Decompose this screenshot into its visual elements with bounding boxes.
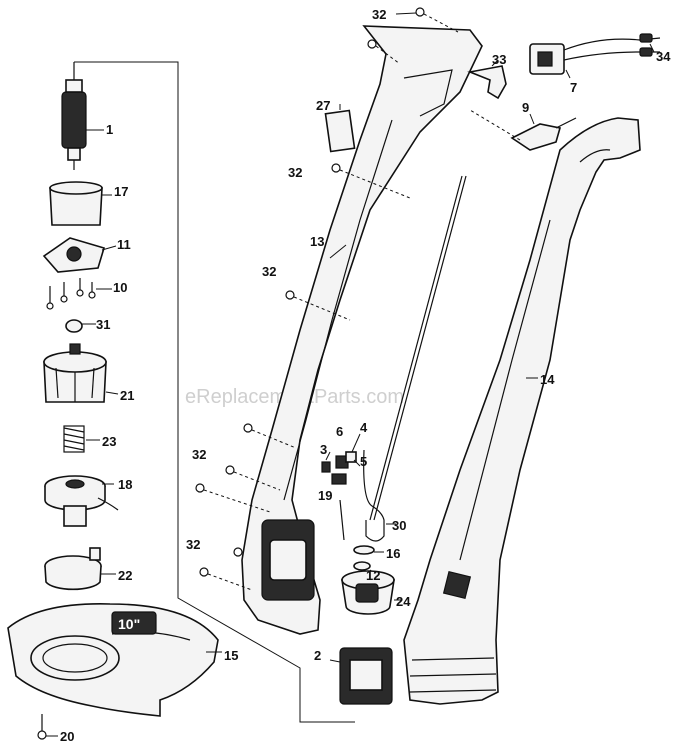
part-wire-loop (363, 449, 396, 542)
callout-16: 16 (386, 546, 400, 561)
callout-5: 5 (360, 454, 367, 469)
callout-21: 21 (120, 388, 134, 403)
part-motor-housing (341, 570, 402, 615)
part-armature (61, 62, 104, 170)
assembly-link-line (74, 61, 355, 723)
part-fan (43, 343, 119, 403)
callout-33: 33 (492, 52, 506, 67)
callout-32-lower: 32 (192, 447, 206, 462)
callout-30: 30 (392, 518, 406, 533)
callout-3: 3 (320, 442, 327, 457)
part-spool (44, 475, 119, 527)
callout-12: 12 (366, 568, 380, 583)
callout-32-middle: 32 (262, 264, 276, 279)
part-screw-20 (37, 714, 58, 740)
callout-32-upper: 32 (288, 165, 302, 180)
part-motor-field (329, 647, 393, 705)
callout-27: 27 (316, 98, 330, 113)
callout-18: 18 (118, 477, 132, 492)
part-spool-cap (44, 547, 116, 591)
part-guard: 10" (7, 603, 222, 717)
callout-6: 6 (336, 424, 343, 439)
part-spring (63, 425, 100, 453)
callout-11: 11 (117, 237, 131, 252)
callout-19: 19 (318, 488, 332, 503)
callout-20: 20 (60, 729, 74, 744)
callout-32-top: 32 (372, 7, 386, 22)
callout-15: 15 (224, 648, 238, 663)
part-screws-10 (46, 278, 112, 310)
part-trigger (467, 59, 507, 100)
callout-1: 1 (106, 122, 113, 137)
part-label (324, 104, 356, 153)
callout-14: 14 (540, 372, 555, 387)
part-switch-lever (469, 109, 577, 151)
callout-9: 9 (522, 100, 529, 115)
part-drive-shaft (369, 175, 467, 521)
callout-13: 13 (310, 234, 324, 249)
callout-4: 4 (360, 420, 368, 435)
part-brush-holder (42, 237, 117, 273)
part-switch-and-cord (529, 33, 661, 79)
callout-24: 24 (396, 594, 411, 609)
callout-17: 17 (114, 184, 128, 199)
part-fan-housing (49, 181, 112, 226)
callout-2: 2 (314, 648, 321, 663)
part-screws-32 (195, 7, 459, 591)
callout-22: 22 (118, 568, 132, 583)
part-outer-housing (403, 117, 641, 705)
guard-size-marking: 10" (118, 616, 140, 632)
callout-23: 23 (102, 434, 116, 449)
part-small-hardware (321, 433, 361, 541)
callout-31: 31 (96, 317, 110, 332)
callout-34: 34 (656, 49, 671, 64)
part-bearing (65, 319, 96, 333)
callout-7: 7 (570, 80, 577, 95)
part-housing-half (241, 25, 483, 635)
callout-10: 10 (113, 280, 127, 295)
callout-32-bottom: 32 (186, 537, 200, 552)
